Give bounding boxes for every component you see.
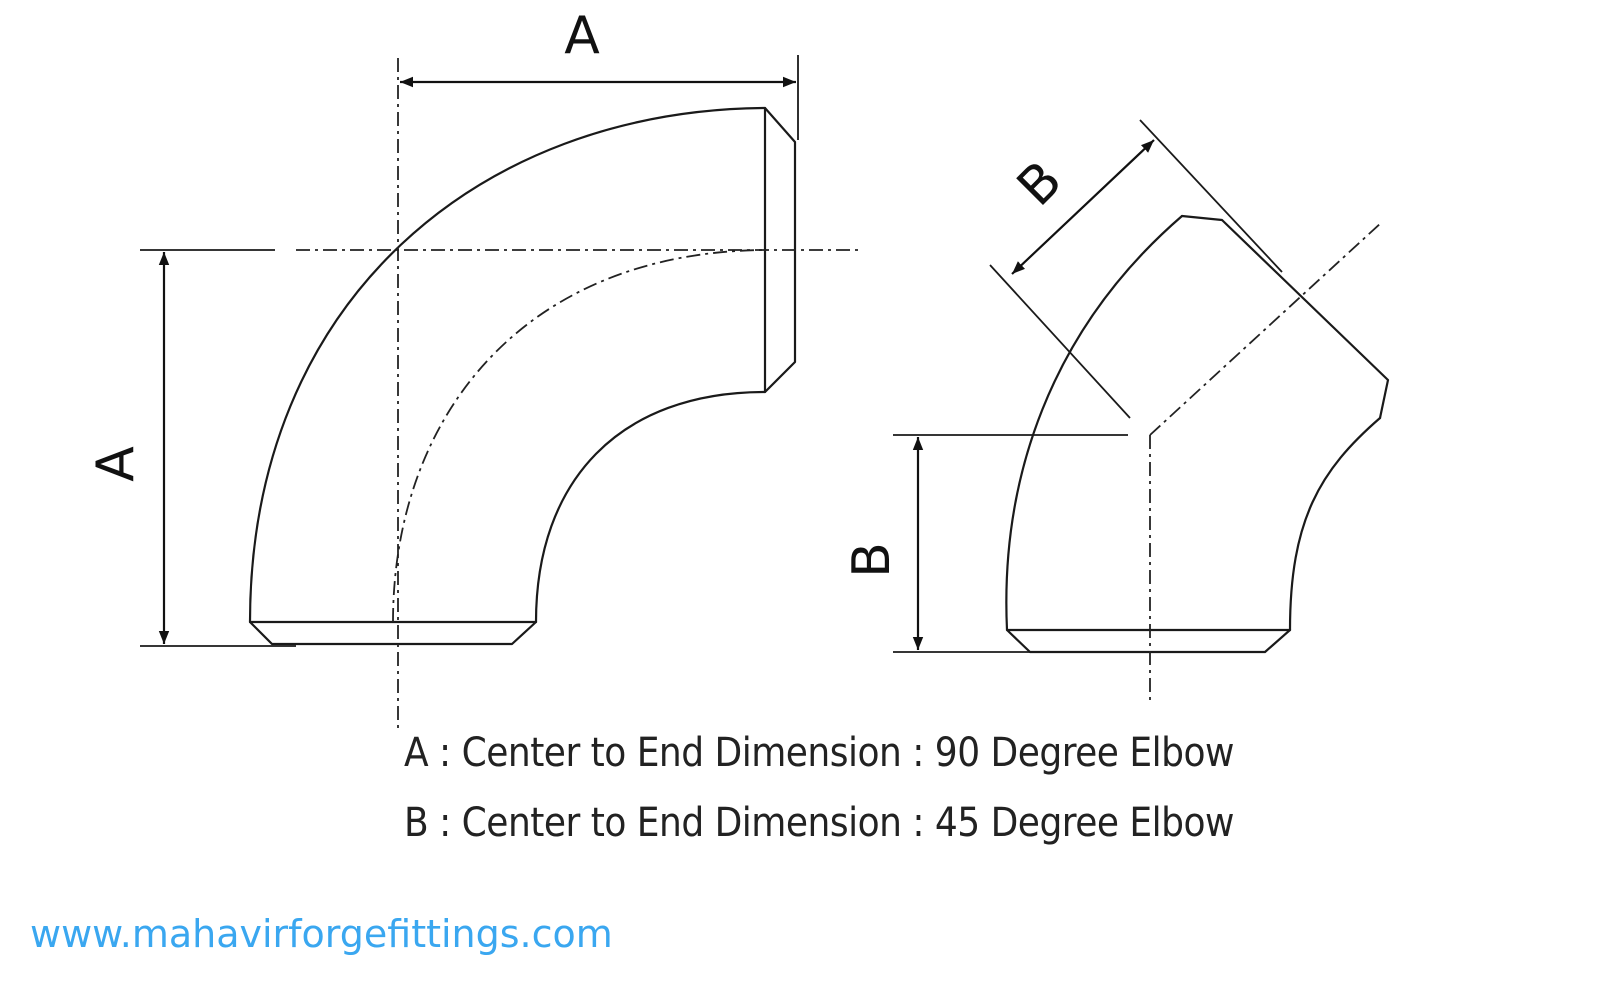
elbow-45-top-bevel bbox=[1180, 214, 1390, 420]
elbow-90-dimension-label-left: A bbox=[86, 446, 146, 482]
elbow-90-dimension-label-top: A bbox=[564, 6, 600, 66]
elbow-45-ext-line-diag-right bbox=[1139, 119, 1283, 273]
elbow-45-diagonal-centerline bbox=[1149, 221, 1383, 436]
website-url[interactable]: www.mahavirforgefittings.com bbox=[30, 912, 613, 956]
elbow-90-bottom-bevel bbox=[248, 620, 538, 646]
elbow-90-outer-wall bbox=[248, 106, 767, 624]
elbow-45-dimension-label-diagonal: B bbox=[1006, 150, 1074, 218]
elbow-45-bottom-bevel bbox=[1005, 628, 1292, 654]
elbow-90-centerline-arc bbox=[392, 249, 766, 623]
legend-line-b: B : Center to End Dimension : 45 Degree … bbox=[404, 800, 1234, 846]
elbow-45-dimension-label-left: B bbox=[842, 542, 902, 578]
elbow-45-ext-line-diag-left bbox=[989, 264, 1131, 419]
elbow-45-dimension-b-diagonal bbox=[1011, 139, 1155, 275]
elbow-45-inner-wall bbox=[1288, 416, 1382, 632]
elbow-45-outer-wall bbox=[1005, 214, 1184, 632]
elbow-45-drawing: B B bbox=[842, 119, 1390, 705]
elbow-90-drawing: A A bbox=[86, 6, 860, 730]
elbow-90-right-bevel bbox=[763, 106, 797, 394]
elbow-90-inner-wall bbox=[534, 390, 767, 624]
legend-line-a: A : Center to End Dimension : 90 Degree … bbox=[404, 730, 1234, 776]
